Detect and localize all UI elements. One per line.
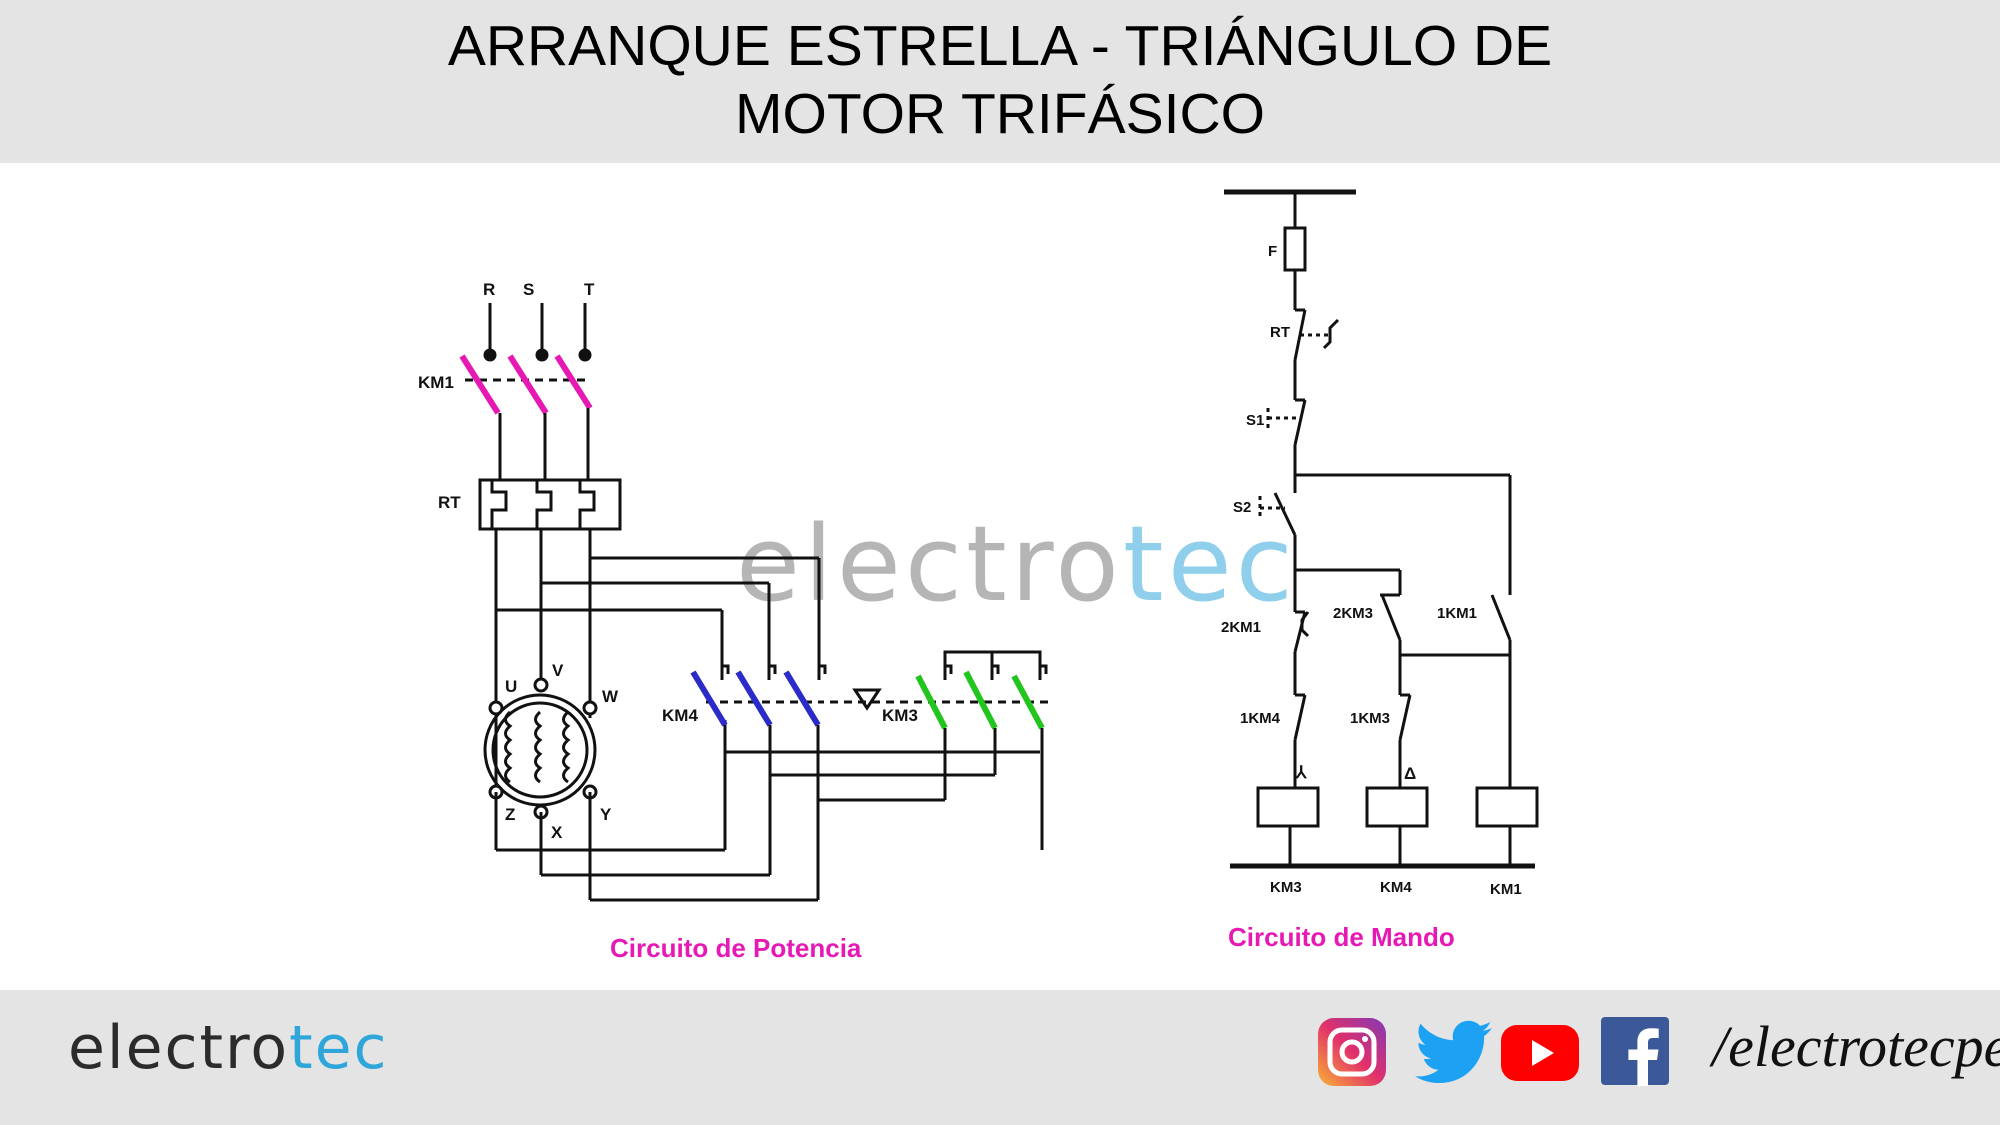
coil-km4 bbox=[1365, 786, 1429, 828]
2km1-nc-contact bbox=[1293, 611, 1307, 653]
phase-s-label: S bbox=[523, 280, 534, 299]
1km1-label: 1KM1 bbox=[1437, 605, 1477, 622]
s1-nc-contact bbox=[1293, 399, 1307, 446]
s2-label: S2 bbox=[1233, 499, 1251, 516]
s2-actuator bbox=[1258, 496, 1285, 520]
delta-symbol: Δ bbox=[1404, 764, 1416, 783]
s1-label: S1 bbox=[1246, 412, 1264, 429]
motor-winding-1 bbox=[504, 710, 513, 784]
terminal-s bbox=[535, 348, 549, 362]
terminal-z-label: Z bbox=[505, 805, 515, 824]
facebook-icon[interactable] bbox=[1600, 1016, 1670, 1086]
1km4-nc-contact bbox=[1293, 694, 1307, 741]
motor-inner-ring bbox=[491, 701, 589, 799]
youtube-icon[interactable] bbox=[1500, 1024, 1580, 1082]
thermal-relay-rt bbox=[478, 478, 622, 531]
2km3-no-contact bbox=[1380, 594, 1402, 641]
control-circuit: F RT S1 S2 2KM1 2KM3 bbox=[1221, 189, 1539, 898]
fuse-f bbox=[1283, 226, 1307, 272]
s2-no-contact bbox=[1273, 492, 1297, 536]
km4-contact-1 bbox=[690, 670, 728, 727]
star-symbol: ⅄ bbox=[1295, 763, 1308, 782]
terminal-v bbox=[533, 677, 549, 693]
rt-element-2 bbox=[535, 480, 553, 529]
terminal-v-label: V bbox=[552, 661, 564, 680]
km1-contact-r bbox=[459, 354, 501, 415]
phase-t-label: T bbox=[584, 280, 595, 299]
motor-winding-2 bbox=[534, 710, 543, 784]
1km4-label: 1KM4 bbox=[1240, 710, 1281, 727]
terminal-w bbox=[582, 700, 598, 716]
km4-label: KM4 bbox=[662, 706, 698, 725]
1km1-no-contact bbox=[1490, 594, 1512, 641]
km3-contact-2 bbox=[963, 670, 998, 730]
twitter-icon[interactable] bbox=[1414, 1020, 1494, 1086]
km3-contact-3 bbox=[1011, 674, 1045, 730]
power-circuit-caption: Circuito de Potencia bbox=[610, 933, 862, 963]
coil-km1 bbox=[1475, 786, 1539, 828]
terminal-y-label: Y bbox=[600, 805, 612, 824]
terminal-u-label: U bbox=[505, 677, 517, 696]
control-circuit-caption: Circuito de Mando bbox=[1228, 922, 1455, 952]
terminal-w-label: W bbox=[602, 687, 619, 706]
instagram-icon[interactable] bbox=[1316, 1016, 1388, 1088]
terminal-t bbox=[578, 348, 592, 362]
coil-km3 bbox=[1256, 786, 1320, 828]
coil-km4-label: KM4 bbox=[1380, 879, 1412, 896]
rt-element-1 bbox=[490, 480, 508, 529]
motor-winding-3 bbox=[562, 710, 571, 784]
km4-contact-3 bbox=[783, 670, 821, 727]
km1-contact-s bbox=[507, 354, 549, 415]
rt-control-label: RT bbox=[1270, 324, 1290, 341]
watermark-part1: electro bbox=[736, 503, 1123, 625]
page-title-line2: MOTOR TRIFÁSICO bbox=[735, 82, 1265, 146]
terminal-x-label: X bbox=[551, 823, 563, 842]
1km3-label: 1KM3 bbox=[1350, 710, 1390, 727]
km3-contact-1 bbox=[915, 674, 948, 730]
2km3-label: 2KM3 bbox=[1333, 605, 1373, 622]
header-bar bbox=[0, 0, 2000, 163]
power-circuit: R S T KM1 RT bbox=[418, 280, 1048, 902]
rt-element-3 bbox=[578, 480, 596, 529]
km3-label: KM3 bbox=[882, 706, 918, 725]
2km1-label: 2KM1 bbox=[1221, 619, 1261, 636]
page-title-line1: ARRANQUE ESTRELLA - TRIÁNGULO DE bbox=[447, 14, 1553, 78]
km1-label: KM1 bbox=[418, 373, 454, 392]
footer-brand-logo: electrotec bbox=[68, 1013, 389, 1083]
fuse-label: F bbox=[1268, 243, 1277, 260]
watermark-part2: tec bbox=[1123, 503, 1297, 625]
rt-power-label: RT bbox=[438, 493, 461, 512]
social-handle[interactable]: /electrotecpe bbox=[1712, 1014, 2000, 1079]
coil-km1-label: KM1 bbox=[1490, 881, 1522, 898]
km4-contact-2 bbox=[735, 670, 773, 727]
terminal-r bbox=[483, 348, 497, 362]
km1-contact-t bbox=[554, 354, 593, 410]
coil-km3-label: KM3 bbox=[1270, 879, 1302, 896]
phase-r-label: R bbox=[483, 280, 495, 299]
terminal-u bbox=[488, 700, 504, 716]
s1-actuator bbox=[1266, 408, 1298, 428]
watermark: electrotec bbox=[736, 503, 1297, 625]
interlock-symbol bbox=[852, 688, 882, 711]
1km3-nc-contact bbox=[1398, 694, 1412, 741]
